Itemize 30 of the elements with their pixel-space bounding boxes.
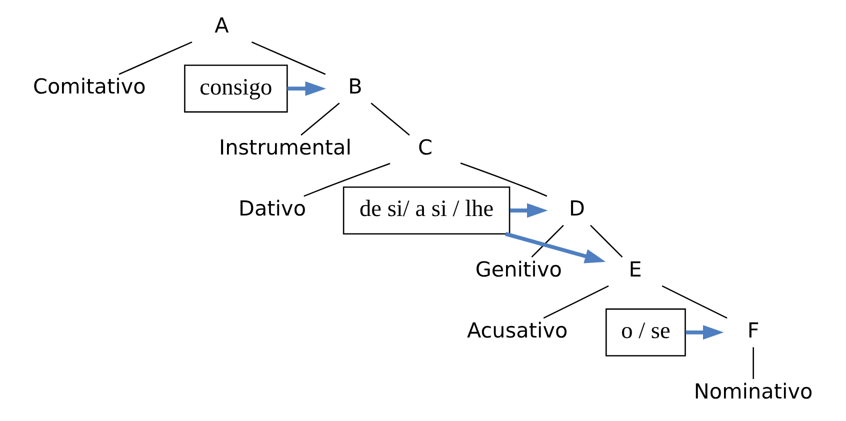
connector <box>662 285 728 319</box>
node-box: consigo <box>184 64 288 113</box>
node-box: o / se <box>606 308 686 356</box>
connector <box>543 285 609 319</box>
node-text: Nominativo <box>694 379 813 404</box>
node-text: E <box>628 257 642 282</box>
arrow <box>504 232 606 264</box>
connector <box>304 162 390 197</box>
node-text: Dativo <box>238 196 306 220</box>
node-text: C <box>418 135 433 160</box>
node-text: F <box>747 318 760 342</box>
connector <box>118 41 192 75</box>
connector <box>460 162 548 197</box>
connector <box>370 102 410 136</box>
connector <box>590 224 623 258</box>
connector <box>300 102 340 136</box>
node-text: Instrumental <box>218 135 352 160</box>
node-box: de si/ a si / lhe <box>342 186 510 234</box>
node-text: A <box>214 14 229 38</box>
node-text: Acusativo <box>466 318 568 342</box>
node-text: D <box>568 196 585 220</box>
arrow <box>686 325 724 340</box>
node-text: Genitivo <box>475 257 562 282</box>
connector <box>531 224 564 258</box>
arrow <box>510 203 548 218</box>
connector <box>251 41 326 75</box>
connector <box>752 347 754 379</box>
arrow <box>287 81 326 96</box>
node-text: Comitativo <box>33 74 146 99</box>
node-text: B <box>348 74 362 99</box>
